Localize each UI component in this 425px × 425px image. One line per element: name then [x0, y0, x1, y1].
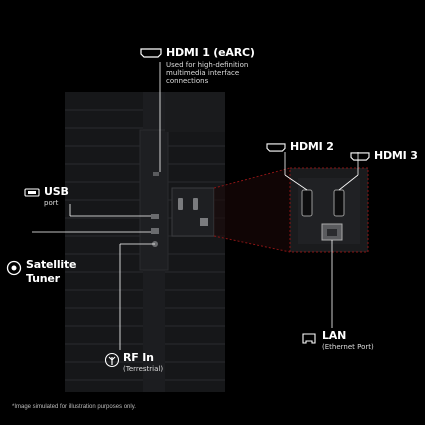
- disclaimer-text: *Image simulated for illustration purpos…: [12, 404, 136, 410]
- satellite-icon: [6, 260, 22, 276]
- rf-in-label: RF In: [123, 351, 154, 364]
- stand-mount: [165, 92, 225, 132]
- usb-label: USB: [44, 185, 69, 198]
- hdmi-icon: [350, 152, 370, 161]
- leader-lines: [32, 62, 359, 350]
- lan-icon: [302, 333, 316, 344]
- satellite-label-line2: Tuner: [26, 272, 60, 285]
- usb-sublabel: port: [44, 199, 59, 207]
- hdmi-icon: [266, 143, 286, 152]
- hdmi3-label: HDMI 3: [374, 149, 418, 162]
- rear-port-block: [171, 187, 215, 237]
- antenna-icon: [104, 352, 120, 368]
- hdmi2-port: [301, 189, 313, 217]
- hdmi1-description: Used for high-definition multimedia inte…: [166, 61, 249, 85]
- side-port-plate: [139, 129, 169, 271]
- hdmi3-port: [333, 189, 345, 217]
- hdmi2-label: HDMI 2: [290, 140, 334, 153]
- hdmi1-label: HDMI 1 (eARC): [166, 46, 255, 59]
- lan-label: LAN: [322, 329, 347, 342]
- hdmi-icon: [140, 48, 162, 58]
- usb-icon: [24, 188, 40, 197]
- rf-in-sublabel: (Terrestrial): [123, 365, 164, 373]
- satellite-label: Satellite: [26, 258, 77, 271]
- lan-sublabel: (Ethernet Port): [322, 343, 374, 351]
- zoom-beam: [214, 168, 290, 252]
